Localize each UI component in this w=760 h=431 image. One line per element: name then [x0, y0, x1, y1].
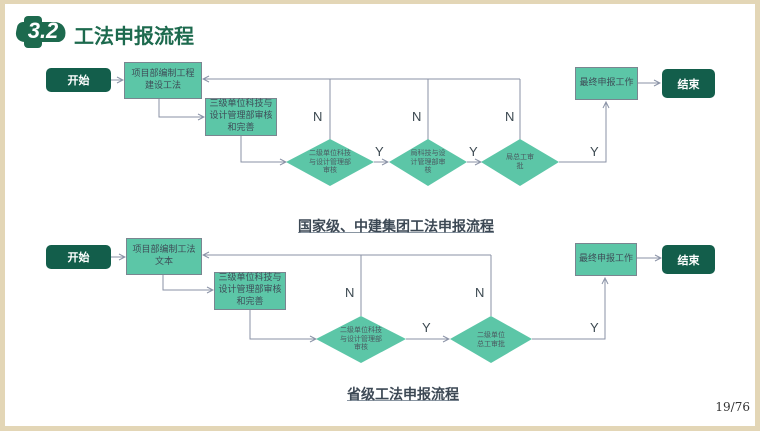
decision-diamond	[450, 316, 532, 363]
flow2-caption: 省级工法申报流程	[347, 387, 459, 403]
process-compile-method-text: 项目部编制工法文本	[126, 238, 202, 275]
decision-second-level-chief-approval: 二级单位总工审批	[477, 331, 505, 348]
process-third-level-review: 三级单位科技与设计管理部审核和完善	[214, 272, 286, 310]
section-number: 3.2	[27, 18, 59, 43]
decision-diamond	[481, 139, 559, 186]
brush-stroke-decoration	[24, 16, 42, 48]
decision-second-level-review: 二级单位科技与设计管理部审核	[340, 325, 382, 352]
yes-label: Y	[422, 320, 431, 335]
no-label: N	[475, 285, 485, 300]
process-third-level-review: 三级单位科技与设计管理部审核和完善	[205, 98, 277, 136]
decision-diamond	[389, 139, 467, 186]
yes-label: Y	[590, 320, 599, 335]
connector	[559, 102, 606, 163]
flow1-caption: 国家级、中建集团工法申报流程	[298, 219, 494, 235]
no-label: N	[313, 109, 323, 124]
no-label: N	[412, 109, 422, 124]
decision-diamond	[316, 316, 406, 363]
process-final-submission: 最终申报工作	[575, 243, 637, 276]
section-number-badge: 3.2	[13, 14, 70, 50]
decision-bureau-review: 局科技与设计管理部审核	[410, 148, 446, 175]
no-label: N	[345, 285, 355, 300]
connector	[158, 99, 204, 117]
decision-second-level-review: 二级单位科技与设计管理部审核	[309, 148, 351, 175]
process-compile-method: 项目部编制工程建设工法	[124, 62, 202, 99]
page-indicator: 19/76	[715, 400, 750, 414]
yes-label: Y	[375, 144, 384, 159]
start-node: 开始	[46, 245, 111, 269]
decision-chief-engineer-approval: 局总工审批	[506, 153, 534, 170]
end-node: 结束	[662, 69, 715, 98]
decision-diamond	[286, 139, 374, 186]
connector	[162, 275, 213, 290]
yes-label: Y	[590, 144, 599, 159]
process-final-submission: 最终申报工作	[575, 67, 638, 100]
start-node: 开始	[46, 68, 111, 92]
end-node: 结束	[662, 245, 715, 274]
yes-label: Y	[469, 144, 478, 159]
section-title: 工法申报流程	[74, 24, 194, 48]
no-label: N	[505, 109, 515, 124]
connector	[249, 310, 316, 339]
connector	[240, 136, 286, 162]
connector	[532, 278, 605, 340]
